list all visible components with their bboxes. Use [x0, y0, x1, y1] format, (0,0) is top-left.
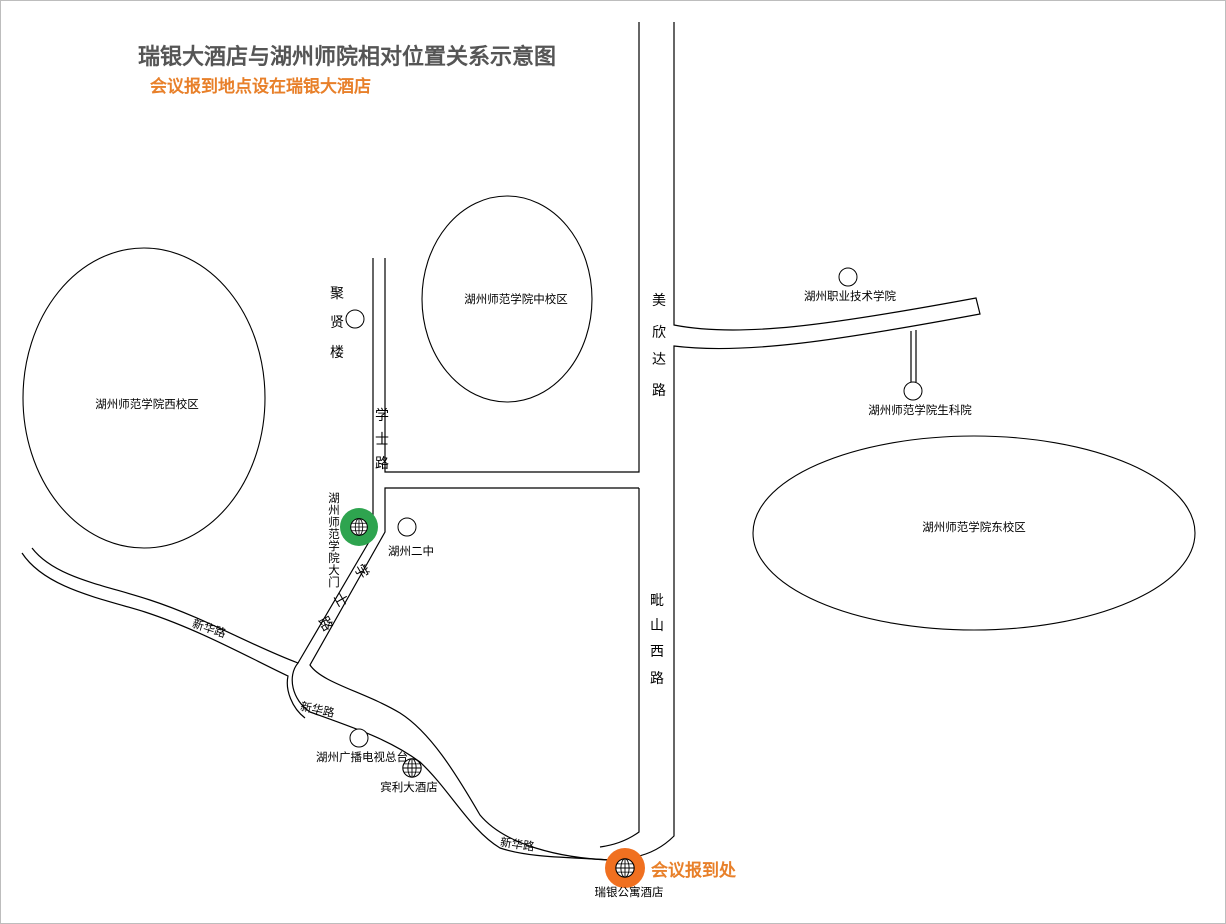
- pishan-road-bottom: [599, 488, 640, 848]
- tv-station-circle-icon: [349, 728, 369, 748]
- juxian-building-circle-icon: [345, 309, 365, 329]
- meixin-road-right-edge: [627, 22, 981, 859]
- checkin-point-label: 会议报到处: [651, 860, 737, 881]
- middle-campus-label: 湖州师范学院中校区: [464, 292, 568, 306]
- main-gate-globe-icon: [350, 518, 368, 536]
- biology-college-label: 湖州师范学院生科院: [868, 403, 972, 417]
- pishan-road-label-4: 路: [650, 671, 664, 687]
- baoli-hotel-label: 宾利大酒店: [380, 780, 438, 794]
- pishan-road-label-3: 西: [650, 644, 664, 660]
- west-campus-area: [22, 247, 266, 549]
- baoli-hotel-globe-icon: [402, 758, 422, 778]
- xueshi-road-label-lower-2: 士: [330, 590, 351, 610]
- east-campus-area: [752, 435, 1196, 631]
- meixin-road-label-1: 美: [652, 293, 666, 309]
- meixin-road-label-2: 欣: [652, 325, 666, 341]
- juxian-building-label-1: 聚: [330, 286, 344, 302]
- xueshi-road-label-upper-2: 士: [375, 432, 389, 448]
- ruiyin-hotel-globe-icon: [615, 858, 635, 878]
- east-campus-label: 湖州师范学院东校区: [922, 520, 1026, 534]
- main-gate-label: 湖州师范学院大门: [327, 491, 341, 588]
- tv-station-label: 湖州广播电视总台: [316, 750, 408, 764]
- xinhua-road-label-3: 新华路: [499, 835, 536, 854]
- map-title: 瑞银大酒店与湖州师院相对位置关系示意图: [138, 44, 556, 70]
- juxian-building-label-2: 贤: [330, 315, 344, 331]
- vocational-college-circle-icon: [838, 267, 858, 287]
- map-subtitle: 会议报到地点设在瑞银大酒店: [150, 76, 371, 97]
- meixin-road-label-3: 达: [652, 352, 666, 368]
- middle-school-circle-icon: [397, 517, 417, 537]
- xueshi-road-label-lower-3: 路: [315, 614, 336, 634]
- west-campus-label: 湖州师范学院西校区: [95, 397, 199, 411]
- juxian-building-label-3: 楼: [330, 345, 344, 361]
- meixin-road-label-4: 路: [652, 383, 666, 399]
- pishan-road-left-edge: [309, 487, 639, 861]
- ruiyin-hotel-label: 瑞银公寓酒店: [595, 885, 664, 899]
- pishan-road-label-1: 毗: [650, 593, 664, 609]
- xinhua-road-upper-edge: [31, 547, 611, 861]
- middle-school-label: 湖州二中: [388, 544, 434, 558]
- xueshi-road-label-lower-1: 学: [351, 562, 372, 582]
- biology-college-circle-icon: [903, 381, 923, 401]
- xinhua-road-lower-edge: [21, 552, 306, 719]
- pishan-road-label-2: 山: [650, 618, 664, 634]
- vocational-college-label: 湖州职业技术学院: [804, 289, 896, 303]
- middle-campus-area: [421, 195, 593, 403]
- xueshi-road-label-upper-1: 学: [375, 408, 389, 424]
- meixin-road-left-edge: [384, 22, 640, 473]
- xueshi-road-label-upper-3: 路: [375, 456, 389, 472]
